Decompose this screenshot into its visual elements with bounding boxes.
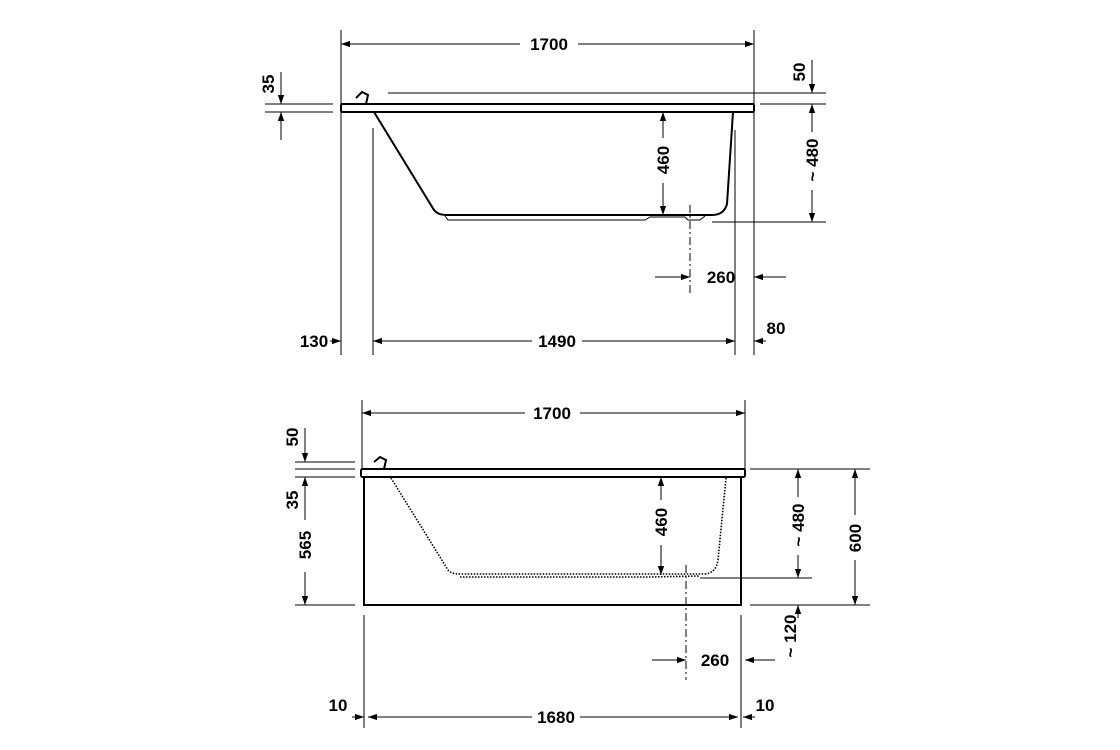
side-view-with-apron: 1700 50 35 565 460 ~ 480 600 ~ 120 260 — [283, 400, 870, 728]
dim-total-height: 600 — [846, 524, 865, 552]
dim-apron-length: 1680 — [537, 708, 575, 727]
dim-foot-clearance: ~ 120 — [781, 614, 800, 657]
tub-base — [444, 215, 706, 221]
dim-rim-thickness: 35 — [259, 75, 278, 94]
dim-overall-length: 1700 — [533, 404, 571, 423]
dim-rim-height: 50 — [790, 63, 809, 82]
tub-apron — [363, 476, 742, 606]
dim-rim-height: 50 — [283, 428, 302, 447]
tub-rim — [340, 103, 755, 113]
tub-basin-outline — [373, 111, 734, 216]
dim-base-length: 1490 — [538, 332, 576, 351]
overflow-fitting — [355, 90, 370, 105]
dim-overall-length: 1700 — [530, 35, 568, 54]
dim-left-offset: 130 — [300, 332, 328, 351]
dim-height: ~ 480 — [789, 503, 808, 546]
hidden-tub-base — [460, 575, 701, 578]
dim-rim-thickness: 35 — [283, 491, 302, 510]
dim-apron-height: 565 — [296, 531, 315, 559]
dim-inner-depth: 460 — [654, 146, 673, 174]
dim-right-offset: 80 — [767, 319, 786, 338]
overflow-fitting — [373, 455, 388, 470]
dim-height: ~ 480 — [803, 138, 822, 181]
dim-drain-offset: 260 — [707, 268, 735, 287]
tub-rim — [360, 468, 746, 478]
dim-inner-depth: 460 — [652, 508, 671, 536]
side-view-built-in: 1700 35 50 ~ 480 460 260 130 1490 80 — [259, 30, 826, 355]
dim-drain-offset: 260 — [701, 651, 729, 670]
hidden-basin-outline — [390, 477, 727, 575]
dim-left-offset: 10 — [329, 696, 348, 715]
dim-right-offset: 10 — [756, 696, 775, 715]
